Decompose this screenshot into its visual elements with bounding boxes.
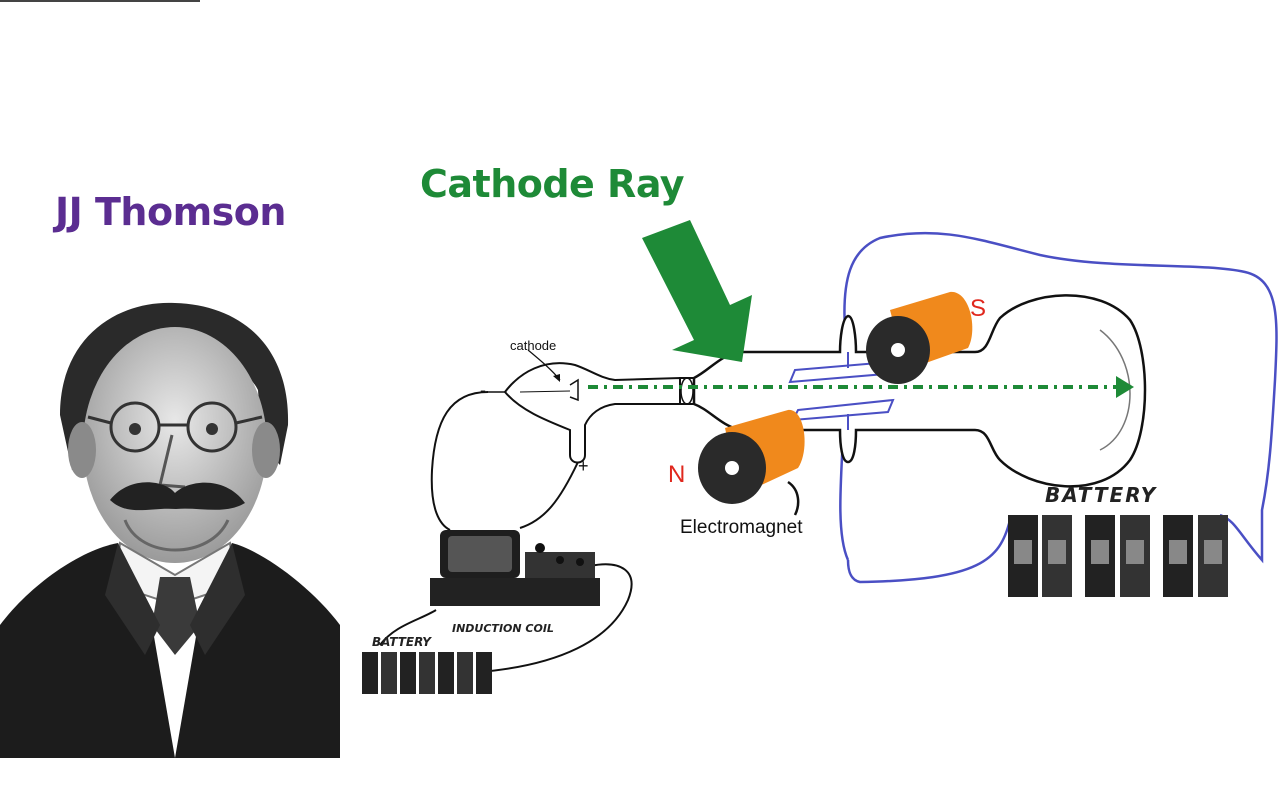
electromagnet-label: Electromagnet [680, 517, 803, 538]
induction-coil-label: INDUCTION COIL [452, 622, 554, 635]
deflection-tube [692, 294, 1147, 488]
portrait-photo [0, 295, 340, 758]
battery-right-label: BATTERY [1045, 483, 1158, 507]
down-arrow-icon [642, 220, 752, 362]
induction-coil [430, 530, 600, 606]
ray-arrowhead [1116, 376, 1134, 398]
minus-terminal-label: - [480, 380, 486, 400]
anode-wire [519, 461, 579, 529]
cathode-bulb [503, 362, 681, 464]
cathode-wire [430, 391, 489, 531]
magnet-north [698, 409, 805, 504]
battery-left-cells [362, 652, 492, 694]
pole-s-label: S [970, 295, 986, 322]
cathode-label: cathode [510, 338, 556, 353]
pole-n-label: N [668, 461, 685, 488]
top-divider [0, 0, 200, 2]
person-heading: JJ Thomson [55, 190, 286, 234]
battery-left-label: BATTERY [372, 635, 432, 649]
plus-terminal-label: + [578, 456, 589, 476]
coil-battery-wire [479, 563, 633, 673]
battery-right-cells [1008, 515, 1228, 597]
cathode-ray-heading: Cathode Ray [420, 162, 685, 206]
magnet-south [866, 291, 973, 384]
